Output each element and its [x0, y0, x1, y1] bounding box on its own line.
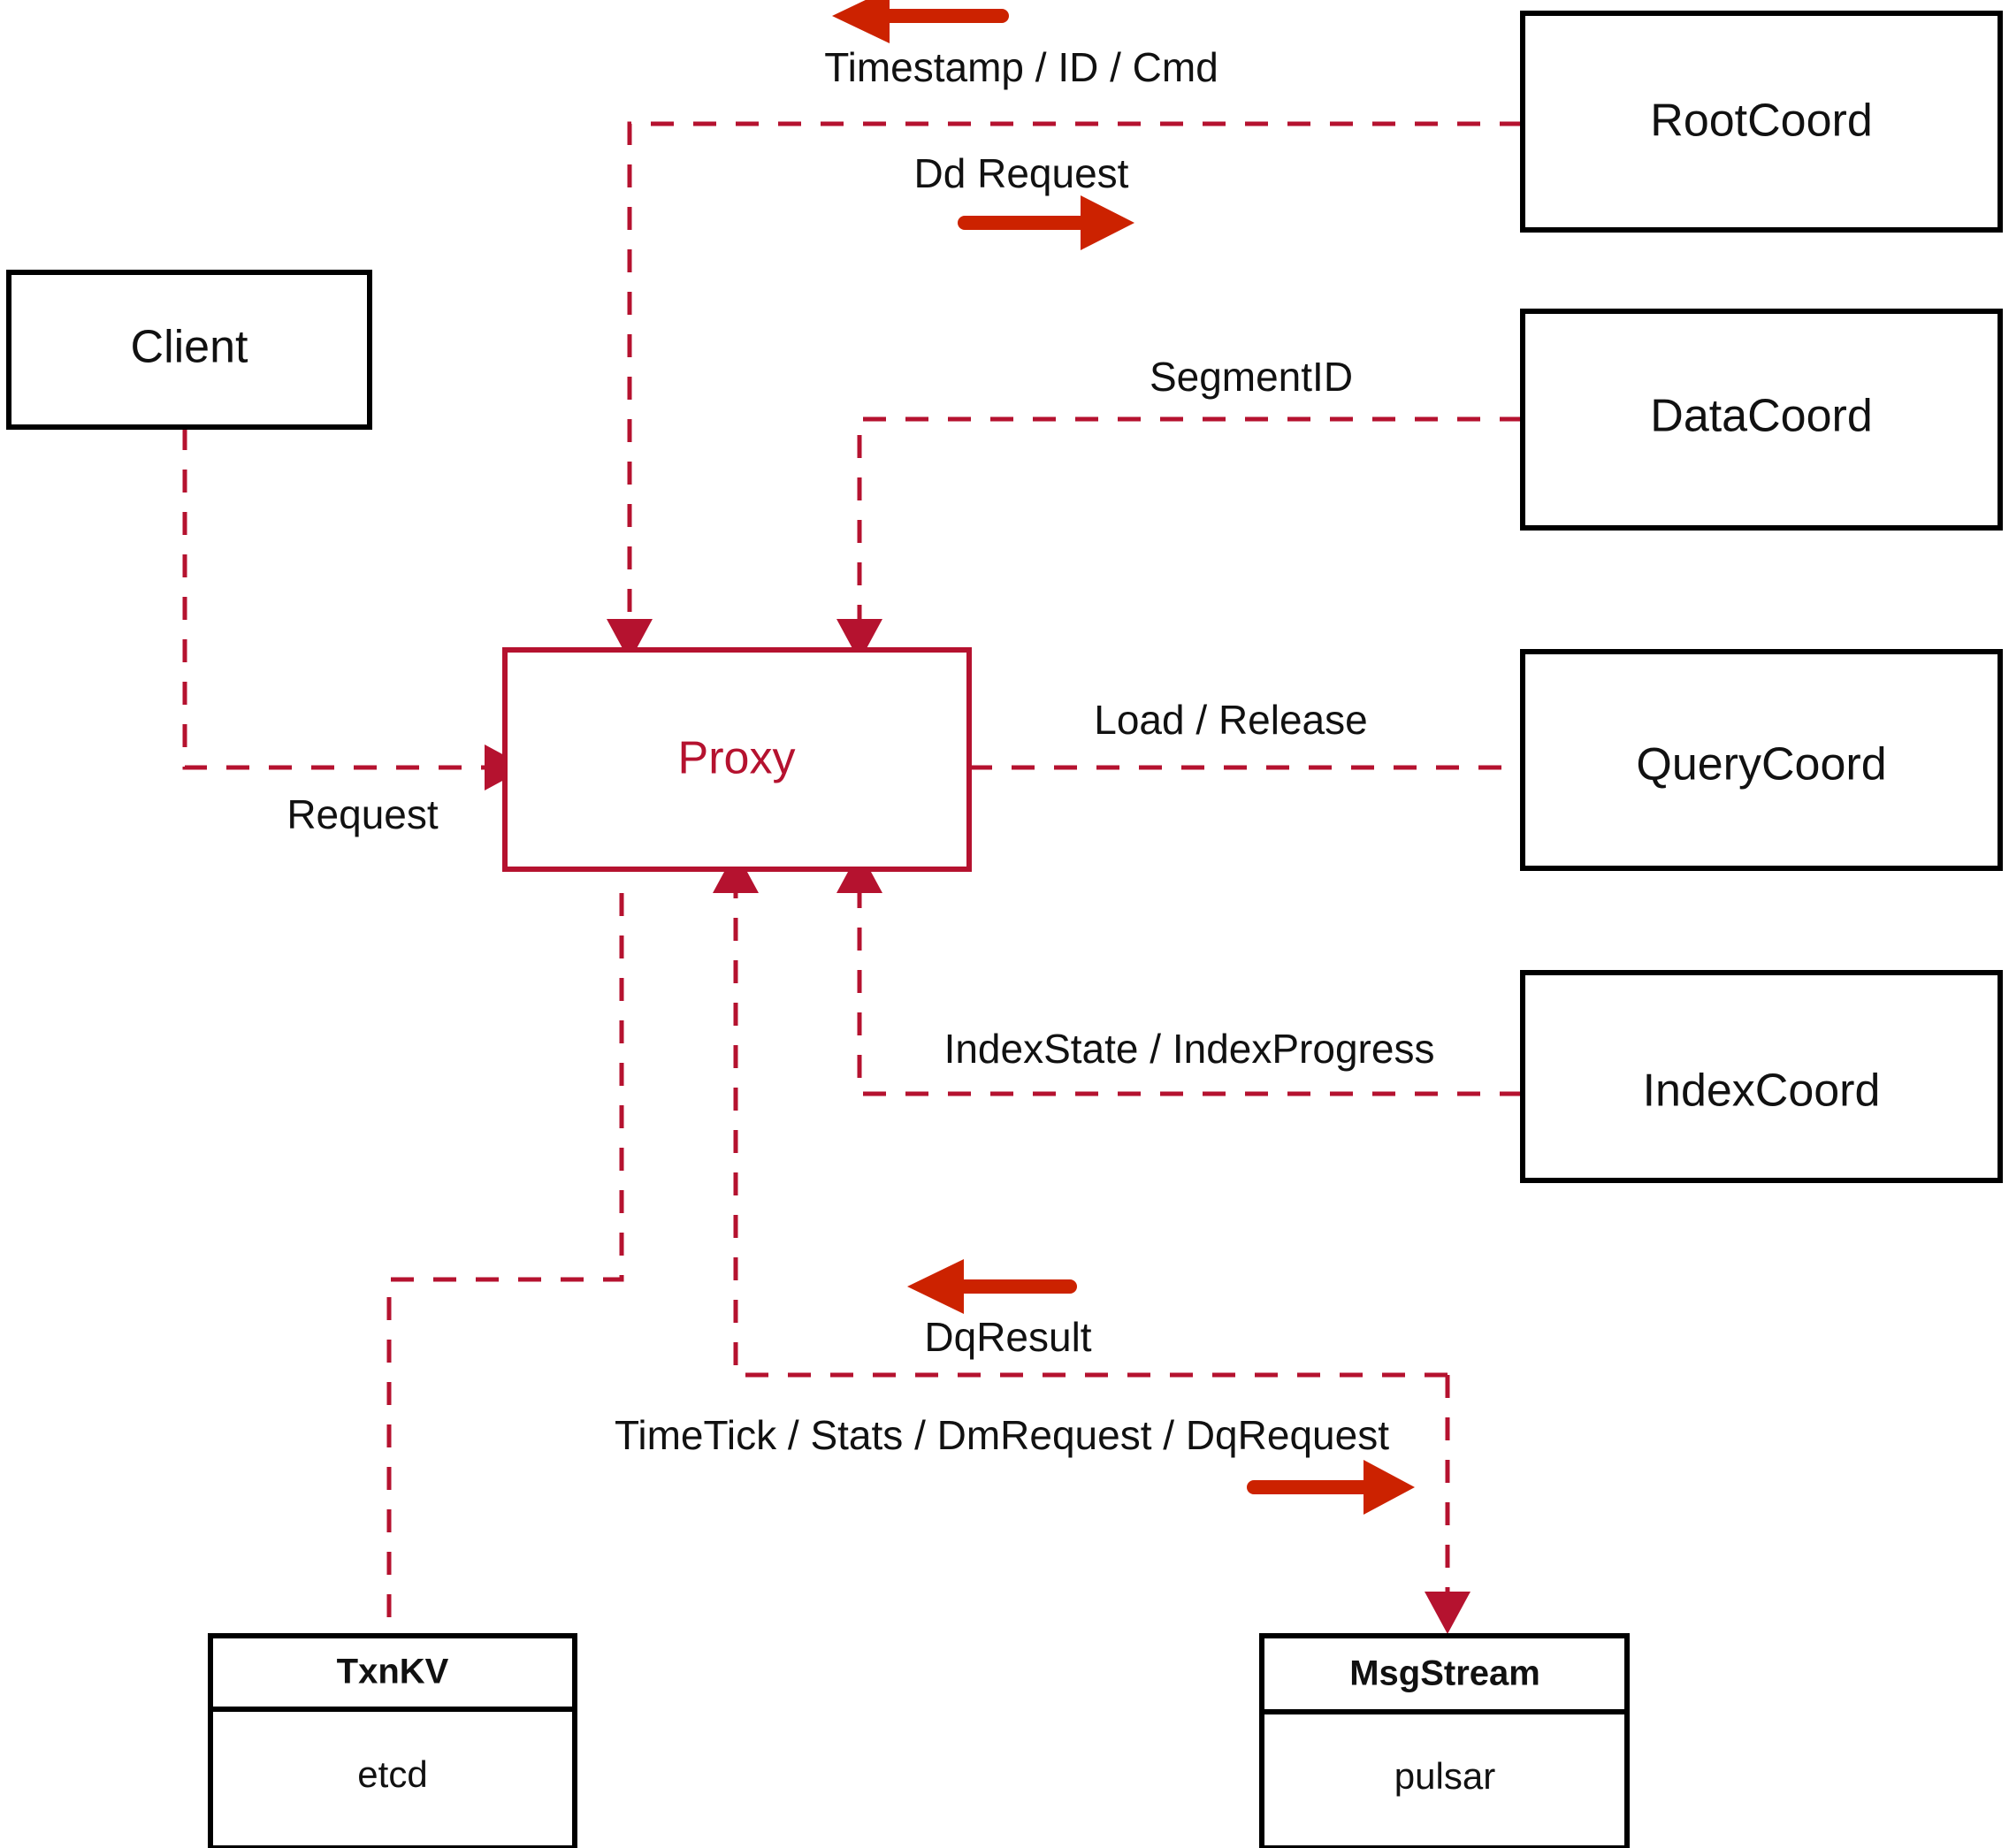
- direction-arrow-timetick-head: [1364, 1460, 1415, 1515]
- direction-arrow-timestamp-id-cmd: [832, 0, 1009, 43]
- direction-arrow-dd-request: [958, 195, 1134, 250]
- node-datacoord-label: DataCoord: [1650, 391, 1872, 442]
- node-querycoord[interactable]: QueryCoord: [1520, 649, 2003, 871]
- node-client[interactable]: Client: [6, 270, 372, 430]
- node-client-box[interactable]: [6, 270, 372, 430]
- node-rootcoord-label: RootCoord: [1650, 95, 1872, 147]
- direction-arrow-dqresult-head: [907, 1259, 964, 1314]
- edge-client-request: [182, 427, 527, 790]
- edge-label-dqresult: DqResult: [924, 1314, 1091, 1360]
- node-proxy-label: Proxy: [678, 733, 796, 784]
- node-txnkv[interactable]: TxnKV etcd: [208, 1633, 577, 1848]
- edge-rootcoord-response-path: [627, 121, 1523, 619]
- node-querycoord-label: QueryCoord: [1636, 739, 1886, 790]
- node-txnkv-impl: etcd: [357, 1753, 427, 1795]
- edge-indexcoord-state-path: [857, 893, 1523, 1096]
- edge-rootcoord-response-arrowhead: [607, 619, 653, 661]
- node-rootcoord-box[interactable]: [1520, 11, 2003, 233]
- edge-txnkv-link-path: [386, 893, 624, 1636]
- edge-client-request-path: [182, 427, 485, 770]
- edge-label-timetick-stats-dmrequest-dqrequest: TimeTick / Stats / DmRequest / DqRequest: [615, 1412, 1389, 1458]
- node-indexcoord-label: IndexCoord: [1643, 1065, 1881, 1117]
- node-msgstream-title: MsgStream: [1349, 1654, 1540, 1693]
- edge-label-dd-request: Dd Request: [914, 150, 1129, 196]
- node-msgstream-impl: pulsar: [1394, 1755, 1495, 1797]
- edge-label-load-release: Load / Release: [1094, 697, 1367, 743]
- node-indexcoord[interactable]: IndexCoord: [1520, 970, 2003, 1183]
- edge-msgstream-requests: [1425, 1375, 1470, 1634]
- node-indexcoord-box[interactable]: [1520, 970, 2003, 1183]
- edge-datacoord-segmentid-path: [857, 416, 1523, 619]
- node-txnkv-title: TxnKV: [337, 1653, 449, 1691]
- edge-label-segmentid: SegmentID: [1150, 354, 1353, 400]
- node-txnkv-box[interactable]: [208, 1633, 577, 1848]
- node-msgstream-box[interactable]: [1259, 1633, 1630, 1848]
- node-proxy[interactable]: Proxy: [502, 647, 972, 872]
- edge-datacoord-segmentid: [836, 416, 1523, 661]
- edge-label-timestamp-id-cmd: Timestamp / ID / Cmd: [824, 44, 1218, 90]
- node-client-label: Client: [131, 322, 248, 373]
- edge-label-indexstate-indexprogress: IndexState / IndexProgress: [944, 1026, 1435, 1072]
- edge-querycoord-loadrelease: [969, 745, 1565, 790]
- direction-arrow-dqresult: [907, 1259, 1077, 1314]
- node-rootcoord[interactable]: RootCoord: [1520, 11, 2003, 233]
- edge-msgstream-dqresult-path: [733, 893, 1448, 1378]
- node-datacoord[interactable]: DataCoord: [1520, 309, 2003, 531]
- direction-arrow-dd-request-head: [1081, 195, 1134, 250]
- node-datacoord-box[interactable]: [1520, 309, 2003, 531]
- edge-label-request: Request: [286, 791, 439, 837]
- edge-msgstream-requests-arrowhead: [1425, 1592, 1470, 1634]
- direction-arrow-timetick-bus: [1247, 1460, 1415, 1515]
- edge-txnkv-link: [386, 893, 624, 1636]
- node-msgstream[interactable]: MsgStream pulsar: [1259, 1633, 1630, 1848]
- edge-msgstream-dqresult: [713, 851, 1448, 1378]
- edge-datacoord-segmentid-arrowhead: [836, 619, 882, 661]
- node-querycoord-box[interactable]: [1520, 649, 2003, 871]
- node-proxy-box[interactable]: [502, 647, 972, 872]
- edge-rootcoord-response: [607, 121, 1523, 661]
- direction-arrow-timestamp-head: [832, 0, 890, 43]
